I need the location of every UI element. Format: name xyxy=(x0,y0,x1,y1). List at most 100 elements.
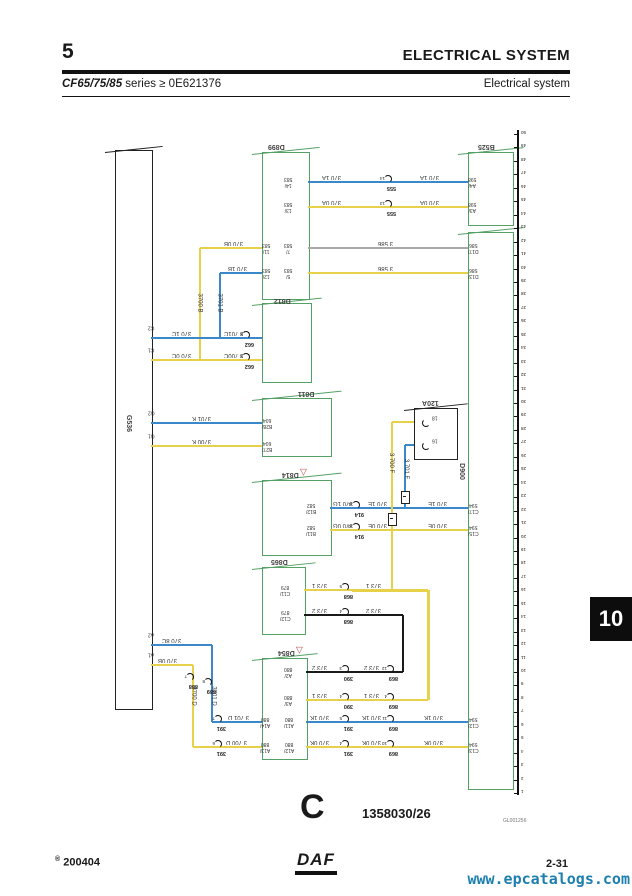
track-number: 46 xyxy=(521,183,527,189)
pin-label: A4/598 xyxy=(468,176,477,189)
track-ruler-tick xyxy=(514,416,517,418)
splice-arc-icon xyxy=(341,608,349,616)
splice-arc-icon xyxy=(386,693,394,701)
page-title: ELECTRICAL SYSTEM xyxy=(402,47,570,64)
connector-label-d812: D812 xyxy=(274,297,291,304)
wire-label: 370 0A xyxy=(322,199,342,205)
pin-label: A2 xyxy=(148,631,155,638)
track-ruler-tick xyxy=(514,618,517,620)
wire-label: 370 0B xyxy=(224,240,244,246)
wire-label: 3 700 F xyxy=(388,452,395,474)
inline-connector-mark xyxy=(403,496,406,497)
splice-arc-icon xyxy=(384,200,392,208)
track-number: 20 xyxy=(521,533,527,539)
track-number: 34 xyxy=(521,345,527,351)
splice-arc-icon xyxy=(386,665,394,673)
track-ruler-tick xyxy=(514,766,517,768)
fuse-pin-number: 16 xyxy=(432,437,438,444)
wire-label: 370 1A xyxy=(322,174,342,180)
track-number: 45 xyxy=(521,197,527,203)
connector-label-f120: 120A xyxy=(422,399,439,406)
track-number: 29 xyxy=(521,412,527,418)
track-ruler-tick xyxy=(514,281,517,283)
watermark-link[interactable]: www.epcatalogs.com xyxy=(467,870,630,888)
fuse-pin-arc xyxy=(422,442,430,450)
splice-number: 868 xyxy=(343,618,353,624)
track-number: 24 xyxy=(521,479,527,485)
page-subtitle: Electrical system xyxy=(483,78,570,90)
track-ruler-tick xyxy=(514,510,517,512)
pin-label: 14/583 xyxy=(284,176,293,189)
track-number: 43 xyxy=(521,224,527,230)
track-ruler-tick xyxy=(514,134,517,135)
date-code: 200404 xyxy=(63,856,100,869)
connector-label-d854: D854 xyxy=(278,649,295,656)
drawing-number: 1358030/26 xyxy=(362,806,431,821)
connector-box-g536 xyxy=(115,150,153,710)
footer-copyright: ® 200404 xyxy=(55,856,100,869)
wire-label: 370 0A xyxy=(420,199,440,205)
splice-number: 888 xyxy=(188,683,198,689)
splice-pin-number: 6 xyxy=(240,332,243,337)
track-number: 44 xyxy=(521,210,527,216)
track-ruler-tick xyxy=(514,470,517,472)
track-ruler-tick xyxy=(514,739,517,741)
connector-label-d865: D865 xyxy=(271,558,288,565)
splice-pin-number: 4 xyxy=(339,609,342,614)
splice-pin-number: 5 xyxy=(339,716,342,721)
wire-segment-black xyxy=(306,671,403,673)
track-ruler-tick xyxy=(514,403,517,404)
track-number: 11 xyxy=(521,654,526,660)
wire-label: 373 1 xyxy=(364,692,380,698)
wire-label: 370 0K xyxy=(362,739,382,745)
track-ruler-tick xyxy=(514,604,517,606)
track-ruler-tick xyxy=(514,725,517,727)
wire-segment-yellow xyxy=(193,746,262,748)
wire-segment-blue xyxy=(151,337,262,339)
wire-segment-blue xyxy=(330,507,468,509)
wire-label: 370 0K xyxy=(424,739,444,745)
wire-label: 3700 K xyxy=(192,438,212,444)
track-ruler-tick xyxy=(514,645,517,647)
wire-segment-gray xyxy=(308,247,468,249)
pin-label: C12/879 xyxy=(280,609,291,622)
footer-page-number: 2-31 xyxy=(545,858,568,870)
fuse-pin-arc xyxy=(422,419,430,427)
track-number: 36 xyxy=(521,318,527,324)
track-number: 22 xyxy=(521,506,527,512)
track-ruler-tick xyxy=(514,255,517,257)
splice-pin-number: 6 xyxy=(212,741,215,746)
splice-arc-icon xyxy=(386,715,394,723)
splice-arc-icon xyxy=(214,715,222,723)
splice-pin-number: 4 xyxy=(339,741,342,746)
track-number: 3 xyxy=(521,762,524,768)
wire-label: 373 2 xyxy=(312,664,328,670)
page-subheader: CF65/75/85 series ≥ 0E621376 Electrical … xyxy=(62,78,570,90)
connector-box-d854 xyxy=(262,658,308,760)
pin-label: C11/879 xyxy=(280,584,291,597)
wire-segment-blue xyxy=(219,273,221,338)
pin-label: D17/586 xyxy=(468,242,479,255)
splice-arc-icon xyxy=(352,523,360,531)
splice-arc-icon xyxy=(242,331,250,339)
track-number: 2 xyxy=(521,775,524,781)
track-number: 49 xyxy=(521,143,527,149)
track-number: 8 xyxy=(521,694,524,700)
pin-label: 11/583 xyxy=(262,242,271,255)
wire-segment-yellow xyxy=(426,590,430,700)
splice-number: 662 xyxy=(244,363,254,369)
wire-segment-yellow xyxy=(151,445,262,447)
wire-segment-blue xyxy=(220,272,262,274)
track-number: 50 xyxy=(521,130,527,135)
track-ruler-tick xyxy=(514,443,517,445)
track-ruler-tick xyxy=(514,752,517,754)
wire-segment-yellow xyxy=(308,272,468,274)
wire-label: 370 1C xyxy=(172,330,192,336)
track-ruler-tick xyxy=(514,322,517,324)
